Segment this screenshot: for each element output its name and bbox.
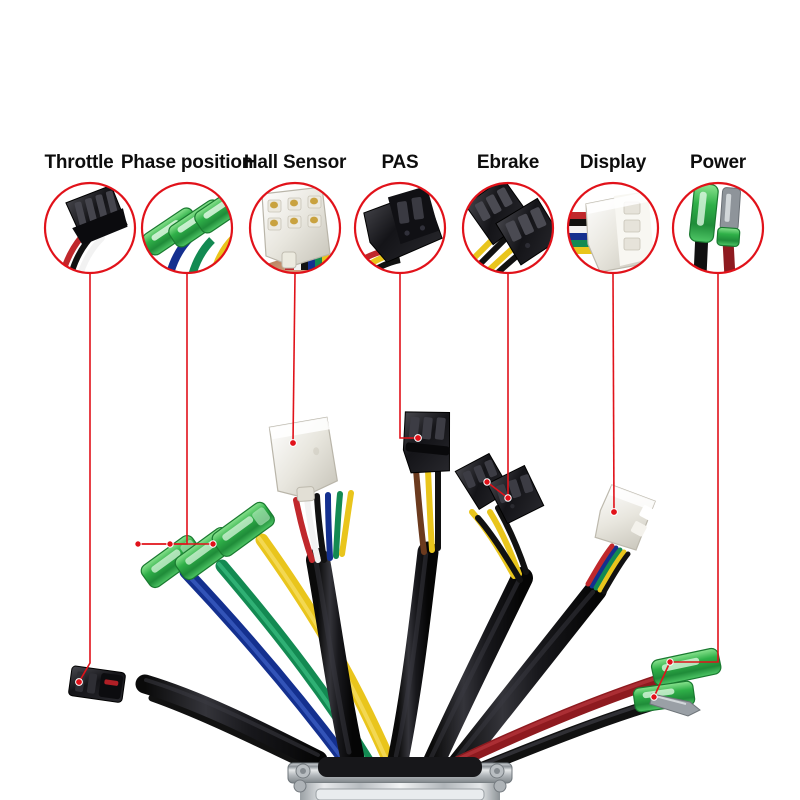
callout-inset-pas[interactable] — [353, 181, 447, 277]
dot-throttle — [75, 678, 83, 686]
leader-pas — [399, 274, 418, 439]
callout-inset-phase-position[interactable] — [140, 181, 254, 284]
callout-inset-hall-sensor[interactable] — [248, 181, 348, 302]
power-male-blade — [649, 693, 701, 717]
power-spade-positive — [650, 647, 722, 687]
dot-phase-2 — [166, 540, 174, 548]
dot-phase-3 — [209, 540, 217, 548]
dot-hall-sensor — [289, 439, 297, 447]
dot-display — [610, 508, 618, 516]
dot-ebrake-1 — [483, 478, 491, 486]
dot-ebrake-2 — [504, 494, 512, 502]
callout-label-phase-position: Phase position — [120, 152, 254, 173]
callout-inset-throttle[interactable] — [43, 181, 137, 292]
dot-pas — [414, 434, 422, 442]
callout-leader-layer — [78, 273, 719, 698]
pas-connector — [402, 411, 451, 474]
display-connector — [594, 484, 656, 551]
callout-inset-layer — [43, 175, 765, 302]
leader-power — [672, 274, 719, 663]
phase-spade-3 — [211, 501, 275, 557]
leader-hall-sensor — [292, 273, 296, 444]
hall-sensor-connector — [268, 416, 338, 502]
pas-branch — [387, 411, 451, 771]
harness-illustration — [68, 411, 722, 800]
display-branch — [441, 484, 656, 783]
dot-power-2 — [650, 693, 658, 701]
hall-sensor-branch — [268, 416, 364, 768]
callout-label-display: Display — [579, 152, 647, 173]
callout-label-hall-sensor: Hall Sensor — [243, 152, 347, 173]
callout-label-ebrake: Ebrake — [476, 152, 540, 173]
dot-phase-1 — [134, 540, 142, 548]
leader-power-branch — [653, 661, 671, 698]
dot-power-1 — [666, 658, 674, 666]
callout-inset-display[interactable] — [562, 181, 660, 275]
callout-label-throttle: Throttle — [44, 152, 114, 173]
controller-enclosure — [287, 757, 513, 800]
throttle-branch — [68, 665, 336, 782]
callout-label-power: Power — [689, 152, 747, 173]
callout-target-dots — [75, 434, 674, 701]
callout-inset-ebrake[interactable] — [461, 175, 564, 284]
leader-display — [612, 273, 615, 513]
leader-phase-position — [138, 274, 188, 545]
callout-inset-power[interactable] — [671, 181, 765, 278]
ebrake-branch — [421, 452, 545, 777]
hall-wire-fan — [293, 490, 354, 563]
callout-label-pas: PAS — [381, 152, 419, 173]
leader-throttle — [78, 274, 91, 683]
ebrake-connector-2 — [486, 464, 545, 525]
